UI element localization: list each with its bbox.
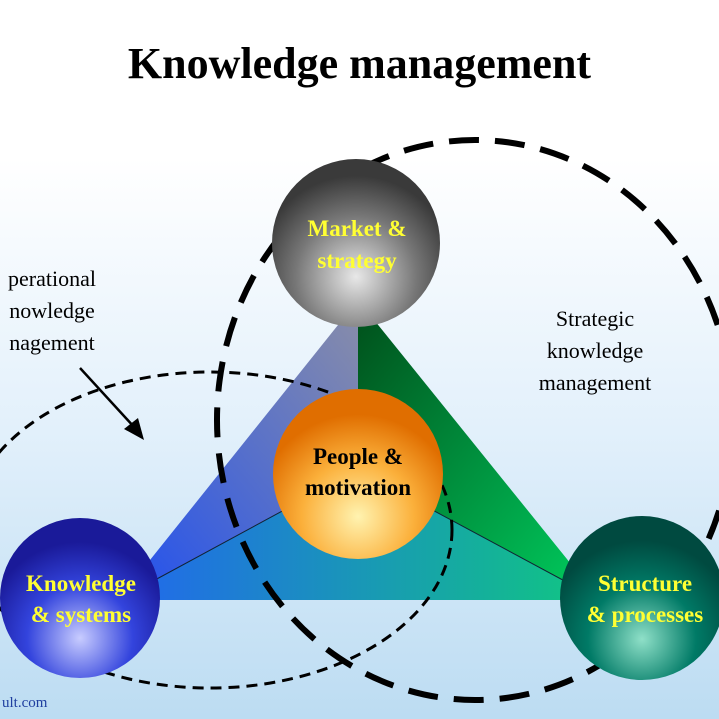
node-knowledge-systems-line1: Knowledge (26, 571, 136, 596)
node-people-motivation-line1: People & (313, 444, 403, 469)
triangle-face-right (358, 300, 600, 600)
node-knowledge-systems-line2: & systems (31, 602, 131, 627)
node-structure-processes (560, 516, 719, 680)
strategic-label-line2: knowledge (547, 338, 644, 363)
strategic-dashed-ellipse (214, 137, 719, 703)
operational-dashed-ellipse (0, 370, 454, 690)
page-title: Knowledge management (127, 39, 592, 88)
node-structure-processes-line1: Structure (598, 571, 692, 596)
operational-label-line2: nowledge (9, 298, 95, 323)
node-market-strategy (272, 159, 440, 327)
operational-label-line1: perational (8, 266, 96, 291)
arrow-head-icon (124, 418, 144, 440)
node-people-motivation (273, 389, 443, 559)
footer-url-fragment: ult.com (2, 695, 48, 711)
node-market-strategy-line1: Market & (308, 216, 407, 241)
triangle-face-left (118, 300, 358, 600)
operational-label-line3: nagement (9, 330, 95, 355)
strategic-label-line3: management (539, 370, 651, 395)
node-market-strategy-line2: strategy (317, 248, 397, 273)
strategic-label-line1: Strategic (556, 306, 634, 331)
arrow-line (79, 367, 136, 429)
node-knowledge-systems (0, 518, 160, 678)
node-people-motivation-line2: motivation (305, 475, 411, 500)
node-structure-processes-line2: & processes (587, 602, 704, 627)
